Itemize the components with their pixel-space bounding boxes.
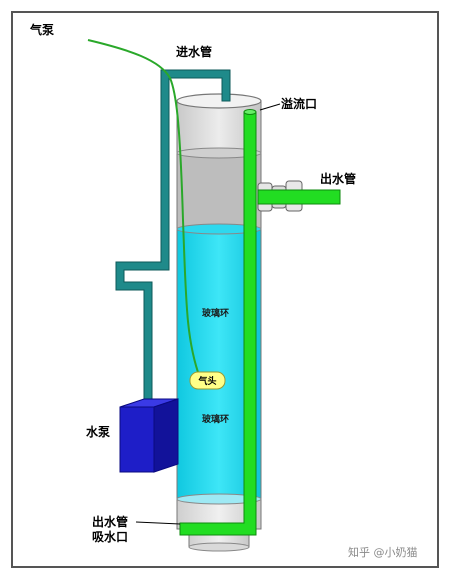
outlet-pipe-bottom-leader: [135, 521, 181, 525]
column-bottom-divider: [176, 493, 262, 505]
glass-ring-lower-label: 玻璃环: [202, 413, 229, 425]
column-water-surface-upper: [176, 147, 262, 159]
glass-ring-upper-label: 玻璃环: [202, 307, 229, 319]
column-top-rim: [176, 93, 262, 109]
air-pump-label: 气泵: [29, 22, 54, 37]
inlet-pipe: [115, 69, 231, 404]
outlet-pipe-right-label: 出水管: [320, 171, 356, 186]
air-line: [87, 39, 201, 379]
column-foot-base: [188, 542, 250, 552]
overflow-port-label: 溢流口: [281, 96, 317, 111]
column-water-surface: [176, 223, 262, 235]
pump-side-face: [153, 398, 179, 473]
air-stone: [189, 371, 226, 390]
watermark: 知乎 @小奶猫: [348, 545, 418, 559]
outlet-pipe-bottom-label: 出水管: [92, 514, 128, 529]
overflow-port-mouth: [243, 109, 257, 115]
water-pump-label: 水泵: [86, 424, 110, 439]
inlet-pipe-label: 进水管: [176, 44, 212, 59]
outlet-pipe-right: [257, 189, 341, 205]
pump-front-face: [119, 406, 155, 473]
side-outlet: [257, 180, 341, 212]
suction-port-label: 吸水口: [92, 529, 128, 544]
water-pump: [119, 398, 179, 473]
overflow-port-leader: [259, 103, 281, 111]
air-stone-label: 气头: [197, 375, 216, 387]
